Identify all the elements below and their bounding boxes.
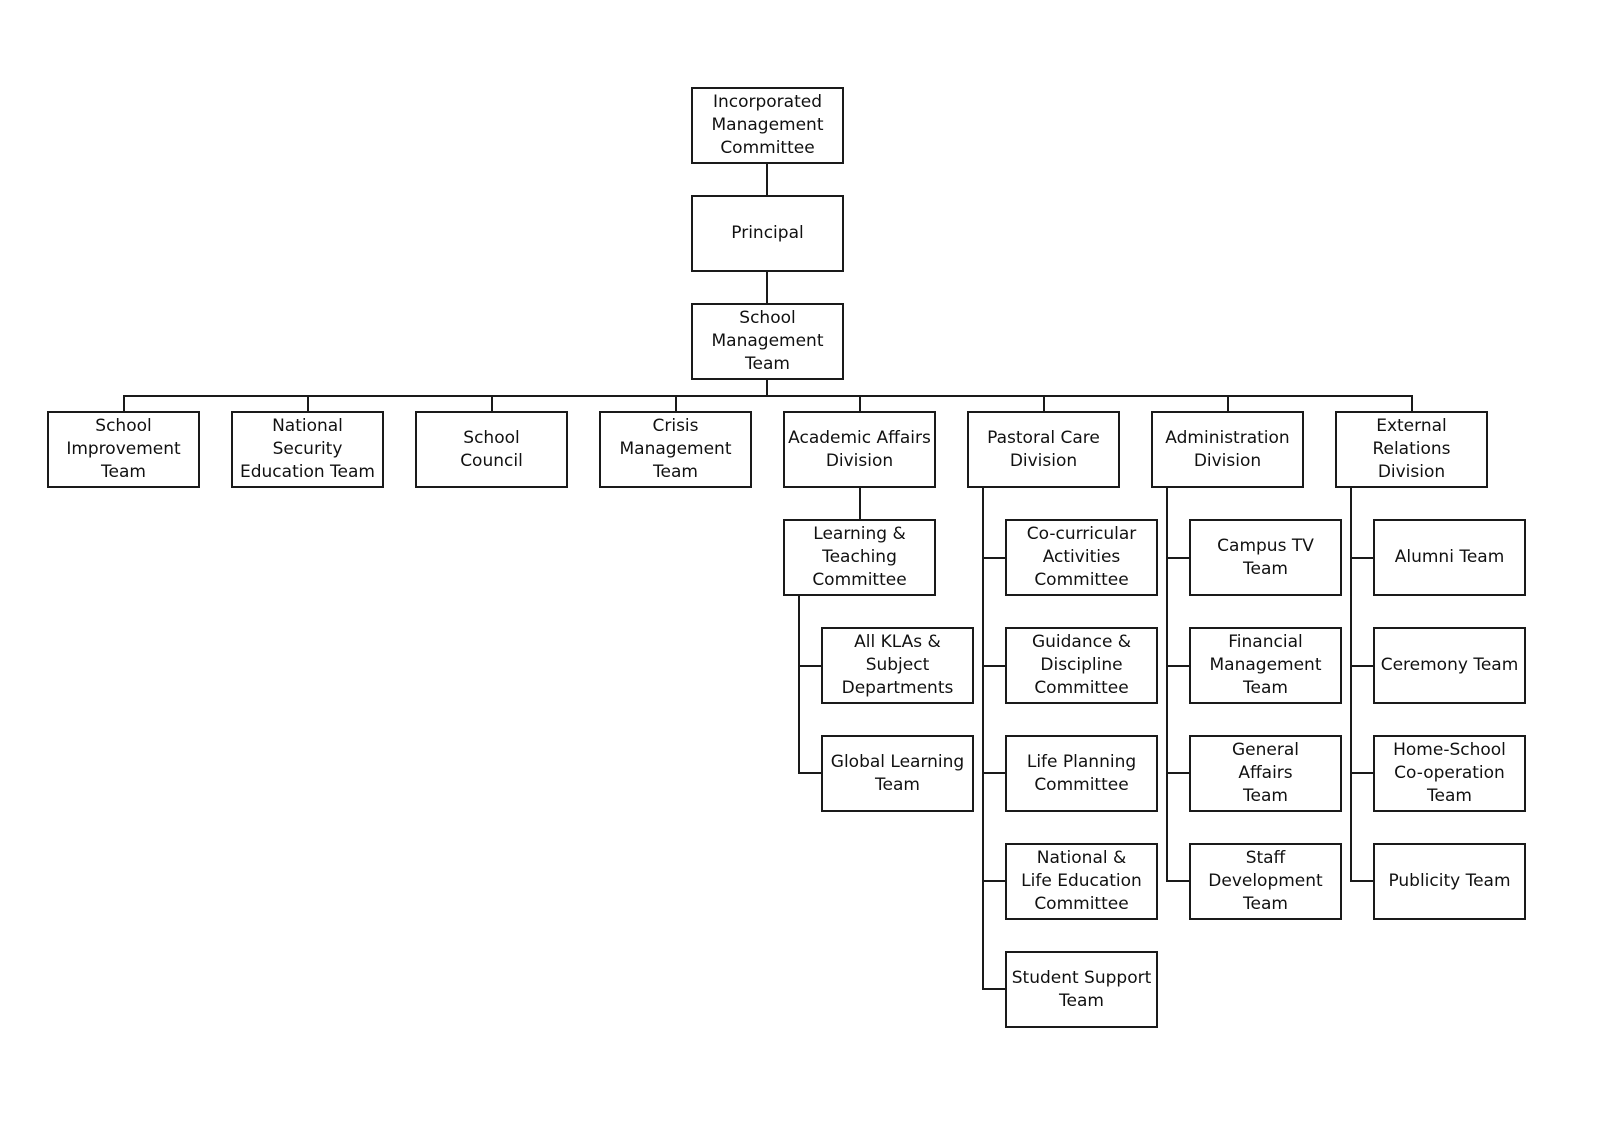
connector-drop — [675, 395, 677, 411]
connector-pastoral-spine — [982, 488, 984, 990]
connector-branch — [982, 557, 1005, 559]
connector-level1-bus — [123, 395, 1412, 397]
connector-branch — [982, 988, 1005, 990]
node-staff-development-team: Staff Development Team — [1189, 843, 1342, 920]
node-label: School Management Team — [711, 308, 824, 374]
node-co-curricular-activities-committee: Co-curricular Activities Committee — [1005, 519, 1158, 596]
node-label: Learning & Teaching Committee — [812, 524, 907, 590]
connector-drop — [491, 395, 493, 411]
connector-branch — [1350, 557, 1373, 559]
connector-branch — [1166, 772, 1189, 774]
node-label: Student Support Team — [1011, 967, 1152, 1011]
node-label: Ceremony Team — [1380, 655, 1519, 675]
node-label: Incorporated Management Committee — [711, 92, 824, 158]
connector-external-spine — [1350, 488, 1352, 882]
node-school-council: School Council — [415, 411, 568, 488]
node-external-relations-division: External Relations Division — [1335, 411, 1488, 488]
node-label: Co-curricular Activities Committee — [1026, 524, 1137, 590]
connector-branch — [798, 772, 821, 774]
connector-smt-bus — [766, 380, 768, 396]
node-label: Publicity Team — [1388, 871, 1511, 891]
connector-drop — [123, 395, 125, 411]
node-label: Guidance & Discipline Committee — [1031, 632, 1132, 698]
node-label: Alumni Team — [1394, 547, 1505, 567]
node-global-learning-team: Global Learning Team — [821, 735, 974, 812]
connector-branch — [1350, 772, 1373, 774]
node-principal: Principal — [691, 195, 844, 272]
node-label: Academic Affairs Division — [788, 427, 931, 471]
node-label: Administration Division — [1165, 427, 1290, 471]
node-school-management-team: School Management Team — [691, 303, 844, 380]
node-label: Crisis Management Team — [619, 416, 732, 482]
node-national-security-education-team: National Security Education Team — [231, 411, 384, 488]
node-crisis-management-team: Crisis Management Team — [599, 411, 752, 488]
node-label: Staff Development Team — [1208, 848, 1323, 914]
connector-branch — [982, 772, 1005, 774]
connector-branch — [1350, 880, 1373, 882]
node-learning-teaching-committee: Learning & Teaching Committee — [783, 519, 936, 596]
connector-branch — [1166, 557, 1189, 559]
node-student-support-team: Student Support Team — [1005, 951, 1158, 1028]
node-academic-affairs-division: Academic Affairs Division — [783, 411, 936, 488]
connector-aad-ltc — [859, 488, 861, 519]
connector-imc-principal — [766, 164, 768, 195]
node-label: Pastoral Care Division — [987, 427, 1100, 471]
connector-branch — [1166, 665, 1189, 667]
node-campus-tv-team: Campus TV Team — [1189, 519, 1342, 596]
connector-branch — [798, 665, 821, 667]
node-label: National Security Education Team — [240, 416, 375, 482]
connector-branch — [982, 665, 1005, 667]
connector-drop — [1043, 395, 1045, 411]
node-general-affairs-team: General Affairs Team — [1189, 735, 1342, 812]
node-label: Life Planning Committee — [1026, 751, 1137, 795]
node-home-school-cooperation-team: Home-School Co-operation Team — [1373, 735, 1526, 812]
node-incorporated-management-committee: Incorporated Management Committee — [691, 87, 844, 164]
connector-drop — [859, 395, 861, 411]
node-publicity-team: Publicity Team — [1373, 843, 1526, 920]
node-national-life-education-committee: National & Life Education Committee — [1005, 843, 1158, 920]
node-label: External Relations Division — [1372, 416, 1451, 482]
connector-drop — [307, 395, 309, 411]
node-administration-division: Administration Division — [1151, 411, 1304, 488]
node-pastoral-care-division: Pastoral Care Division — [967, 411, 1120, 488]
node-label: Campus TV Team — [1217, 535, 1314, 579]
node-guidance-discipline-committee: Guidance & Discipline Committee — [1005, 627, 1158, 704]
node-ceremony-team: Ceremony Team — [1373, 627, 1526, 704]
node-label: Global Learning Team — [830, 751, 965, 795]
node-alumni-team: Alumni Team — [1373, 519, 1526, 596]
node-life-planning-committee: Life Planning Committee — [1005, 735, 1158, 812]
connector-principal-smt — [766, 272, 768, 303]
node-all-klas-subject-departments: All KLAs & Subject Departments — [821, 627, 974, 704]
node-label: Home-School Co-operation Team — [1393, 740, 1506, 806]
connector-ltc-spine — [798, 596, 800, 774]
connector-admin-spine — [1166, 488, 1168, 882]
connector-branch — [1166, 880, 1189, 882]
node-financial-management-team: Financial Management Team — [1189, 627, 1342, 704]
node-school-improvement-team: School Improvement Team — [47, 411, 200, 488]
connector-branch — [982, 880, 1005, 882]
node-label: All KLAs & Subject Departments — [841, 632, 954, 698]
node-label: School Improvement Team — [66, 416, 181, 482]
node-label: Principal — [731, 223, 804, 243]
node-label: General Affairs Team — [1232, 740, 1299, 806]
node-label: Financial Management Team — [1209, 632, 1322, 698]
node-label: National & Life Education Committee — [1021, 848, 1142, 914]
connector-drop — [1411, 395, 1413, 411]
node-label: School Council — [460, 427, 523, 471]
connector-drop — [1227, 395, 1229, 411]
connector-branch — [1350, 665, 1373, 667]
